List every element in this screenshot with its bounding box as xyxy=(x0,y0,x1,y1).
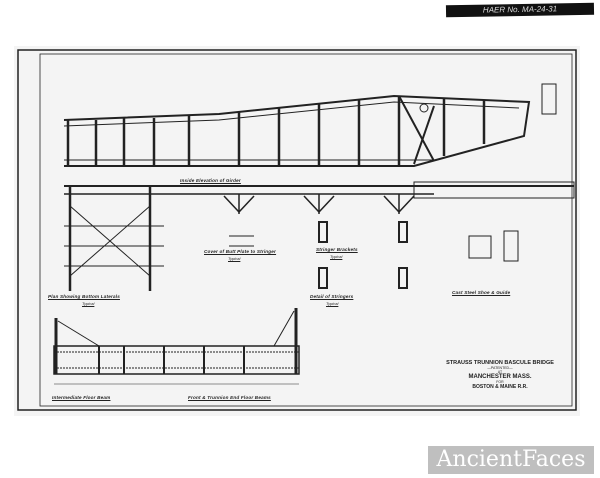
at-text: AT xyxy=(497,370,503,374)
view-label: Cover of Butt Plate to Stringer xyxy=(204,249,277,254)
view-label: Front & Trunnion End Floor Beams xyxy=(188,395,271,400)
drawing-sheet: Inside Elevation of Girder Plan Showing … xyxy=(14,46,580,416)
view-label: Plan Showing Bottom Laterals xyxy=(48,294,120,299)
view-note: Typical xyxy=(228,256,241,261)
location-text: MANCHESTER MASS. xyxy=(468,374,532,380)
view-label: Detail of Stringers xyxy=(310,294,354,299)
view-label: Stringer Brackets xyxy=(316,247,358,252)
view-label: Cast Steel Shoe & Guide xyxy=(452,290,511,295)
view-note: Typical xyxy=(330,254,343,259)
client-text: BOSTON & MAINE R.R. xyxy=(472,384,528,390)
for-text: FOR xyxy=(496,380,504,384)
title-block: STRAUSS TRUNNION BASCULE BRIDGE —PATENTE… xyxy=(440,360,560,390)
view-note: Typical xyxy=(82,301,95,306)
engineering-drawing xyxy=(17,49,577,411)
floor-beams xyxy=(53,308,300,385)
view-label: Inside Elevation of Girder xyxy=(180,178,241,183)
patented-text: —PATENTED— xyxy=(487,366,513,370)
haer-stamp: HAER No. MA-24-31 xyxy=(445,2,595,18)
bridge-title: STRAUSS TRUNNION BASCULE BRIDGE xyxy=(446,360,554,366)
bottom-laterals-plan xyxy=(64,181,575,291)
view-note: Typical xyxy=(326,301,339,306)
girder-elevation xyxy=(63,83,557,167)
watermark-logo: AncientFaces xyxy=(428,446,594,474)
view-label: Intermediate Floor Beam xyxy=(52,395,111,400)
